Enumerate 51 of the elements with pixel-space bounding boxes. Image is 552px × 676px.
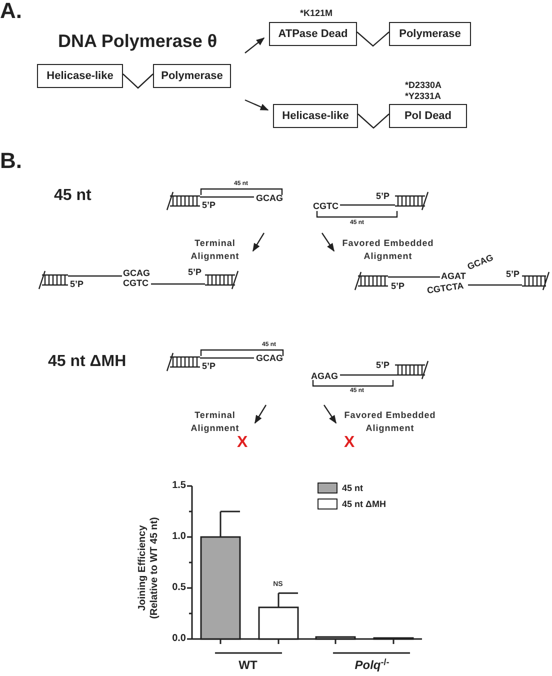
- domain-box: Helicase-like: [37, 64, 123, 88]
- linker-line: [356, 32, 390, 47]
- step-label: Terminal Alignment: [190, 409, 240, 435]
- substrate-name: 45 nt: [54, 186, 92, 206]
- category-label: WT: [238, 658, 258, 672]
- heading: DNA Polymerase θ: [58, 30, 218, 52]
- panel-letter: A.: [0, 0, 22, 22]
- sequence-label: 5’P: [188, 266, 202, 279]
- tick-label: 1.5: [171, 481, 186, 491]
- sequence-label: GCAG: [123, 267, 150, 280]
- sequence-label: GCAG: [465, 251, 496, 272]
- sequence-label: 5’P: [202, 199, 216, 212]
- sequence-label: 5’P: [391, 280, 405, 293]
- fail-mark: X: [344, 433, 355, 453]
- domain-box: Pol Dead: [389, 104, 467, 128]
- mutation-label: *K121M: [300, 8, 333, 19]
- sequence-label: GCAG: [256, 192, 283, 205]
- sequence-label: 5’P: [376, 190, 390, 203]
- arrow: [244, 37, 265, 54]
- step-label: Terminal Alignment: [190, 237, 240, 263]
- tick-label: 0.0: [171, 634, 186, 644]
- step-label: Favored Embedded Alignment: [341, 237, 435, 263]
- tick-label: 0.5: [171, 583, 186, 593]
- sequence-label: CGTC: [313, 200, 338, 213]
- fail-mark: X: [237, 433, 248, 453]
- category-label: Polq$^{-/-}$: [354, 658, 390, 672]
- sequence-label: 5’P: [376, 359, 390, 372]
- substrate-name: 45 nt ΔMH: [48, 352, 126, 372]
- linker-line: [358, 114, 390, 129]
- sequence-label: CGTC: [123, 277, 148, 290]
- panel-letter: B.: [0, 150, 22, 172]
- y-axis-title: Joining Efficiency (Relative to WT 45 nt): [137, 516, 161, 621]
- linker-line: [122, 74, 154, 89]
- sequence-label: 5’P: [70, 278, 84, 291]
- tick-label: 1.0: [171, 532, 186, 542]
- sequence-label: AGAG: [311, 370, 338, 383]
- domain-box: Polymerase: [153, 64, 231, 88]
- sequence-label: AGAT: [441, 270, 466, 282]
- legend-label: 45 nt: [342, 484, 364, 493]
- domain-box: ATPase Dead: [269, 22, 357, 46]
- legend-label: 45 nt ΔMH: [342, 500, 386, 509]
- domain-box: Helicase-like: [273, 104, 358, 128]
- arrow: [244, 99, 269, 111]
- domain-box: Polymerase: [389, 22, 471, 46]
- sequence-label: GCAG: [256, 352, 283, 365]
- step-label: Favored Embedded Alignment: [343, 409, 437, 435]
- mutation-label: *Y2331A: [405, 91, 442, 102]
- sequence-label: 5’P: [506, 268, 520, 281]
- sequence-label: CGTCTA: [426, 280, 465, 298]
- mutation-label: *D2330A: [405, 80, 442, 91]
- sequence-label: 5’P: [202, 360, 216, 373]
